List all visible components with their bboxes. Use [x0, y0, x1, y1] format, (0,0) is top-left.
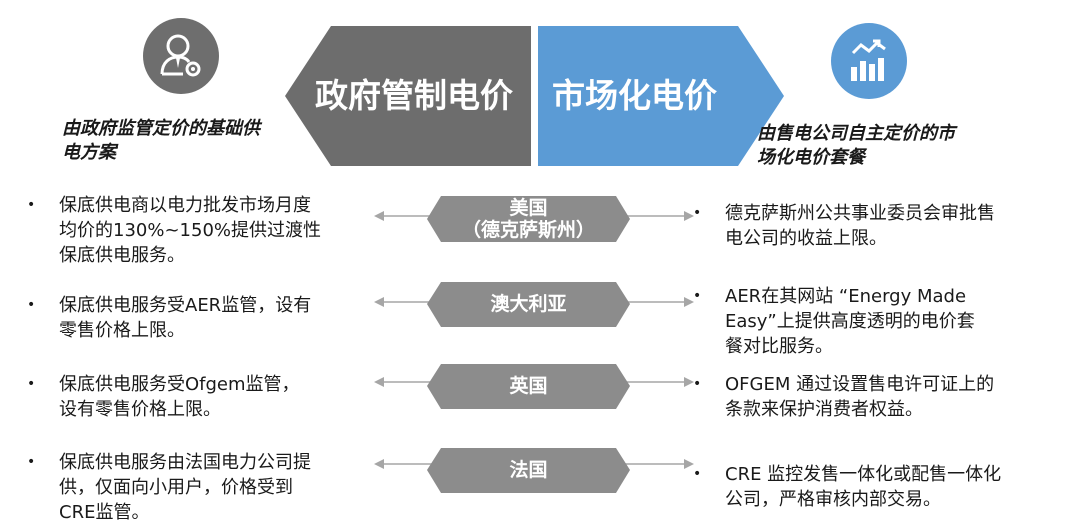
- country-line: （德克萨斯州）: [461, 219, 595, 241]
- item-line: 餐对比服务。: [725, 336, 833, 357]
- country-name-australia: 澳大利亚: [490, 293, 567, 315]
- item-line: 零售价格上限。: [59, 320, 185, 341]
- item-line: Easy”上提供高度透明的电价套: [725, 311, 975, 332]
- item-line: OFGEM 通过设置售电许可证上的: [725, 374, 995, 395]
- item-line: 均价的130%~150%提供过渡性: [59, 220, 322, 241]
- item-line: AER在其网站 “Energy Made: [725, 286, 967, 307]
- item-line: 设有零售价格上限。: [59, 399, 221, 420]
- item-line: 条款来保护消费者权益。: [725, 399, 923, 420]
- subtitle-line: 由售电公司自主定价的市: [757, 123, 955, 144]
- country-line: 美国: [509, 197, 548, 219]
- bullet-dot: •: [693, 466, 702, 482]
- bullet-dot: •: [27, 454, 36, 470]
- item-line: 保底供电商以电力批发市场月度: [59, 195, 311, 216]
- item-line: 公司，严格审核内部交易。: [725, 489, 941, 510]
- government-price-subtitle: 由政府监管定价的基础供 电方案: [62, 117, 322, 165]
- government-price-title: 政府管制电价: [315, 76, 513, 115]
- country-badge-usa: 美国 （德克萨斯州）: [427, 196, 630, 242]
- market-price-banner: 市场化电价: [538, 26, 784, 166]
- bullet-dot: •: [693, 288, 702, 304]
- subtitle-line: 由政府监管定价的基础供: [62, 118, 260, 139]
- country-badge-france: 法国: [427, 448, 630, 493]
- market-price-subtitle: 由售电公司自主定价的市 场化电价套餐: [757, 122, 1017, 170]
- government-price-banner: 政府管制电价: [285, 26, 531, 166]
- country-name-uk: 英国: [509, 375, 548, 397]
- market-price-title: 市场化电价: [552, 76, 717, 115]
- subtitle-line: 场化电价套餐: [757, 147, 865, 168]
- country-name-france: 法国: [509, 459, 548, 481]
- user-settings-icon: [143, 18, 219, 94]
- item-line: 保底供电服务受AER监管，设有: [59, 295, 312, 316]
- bullet-dot: •: [693, 376, 702, 392]
- item-line: 电公司的收益上限。: [725, 228, 887, 249]
- country-badge-uk: 英国: [427, 364, 630, 409]
- item-line: 供，仅面向小用户，价格受到: [59, 477, 293, 498]
- item-line: 保底供电服务。: [59, 245, 185, 266]
- item-line: 保底供电服务由法国电力公司提: [59, 452, 311, 473]
- bullet-dot: •: [27, 297, 36, 313]
- item-line: CRE 监控发售一体化或配售一体化: [725, 464, 1002, 485]
- item-line: 德克萨斯州公共事业委员会审批售: [725, 203, 995, 224]
- item-line: CRE监管。: [59, 502, 150, 523]
- bullet-dot: •: [27, 376, 36, 392]
- country-badge-australia: 澳大利亚: [427, 282, 630, 327]
- bullet-dot: •: [27, 197, 36, 213]
- handshake-chart-icon: [831, 23, 907, 99]
- subtitle-line: 电方案: [62, 142, 116, 163]
- country-name-usa: 美国 （德克萨斯州）: [427, 197, 630, 241]
- bullet-dot: •: [693, 205, 702, 221]
- item-line: 保底供电服务受Ofgem监管，: [59, 374, 300, 395]
